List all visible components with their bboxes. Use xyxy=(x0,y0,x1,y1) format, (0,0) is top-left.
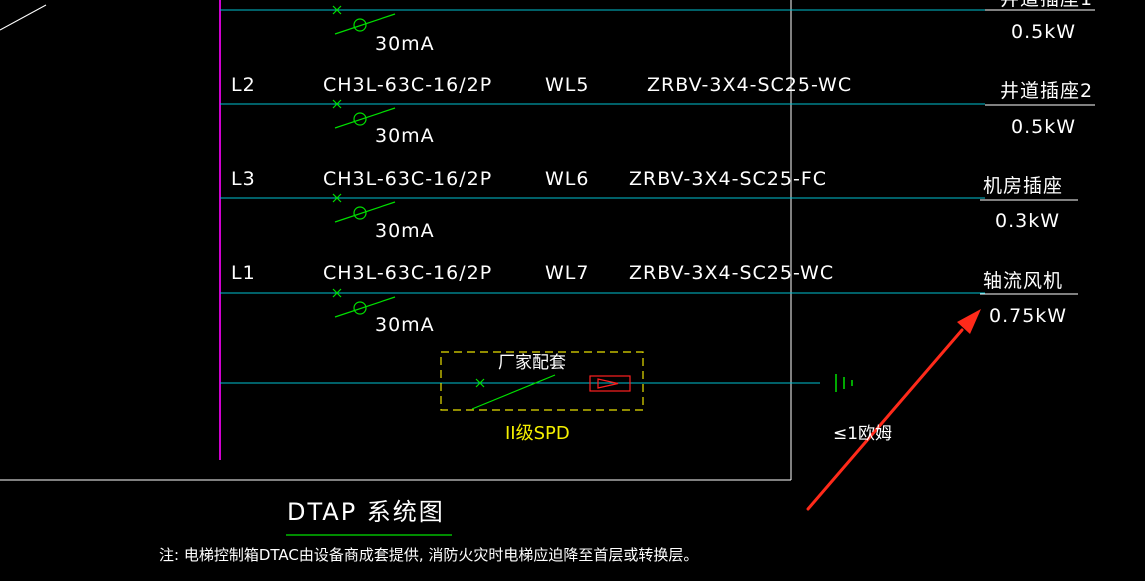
rcd-rating-2: 30mA xyxy=(375,125,435,147)
spd-level-label: II级SPD xyxy=(505,423,570,444)
breaker-model-2: CH3L-63C-16/2P xyxy=(323,74,493,96)
phase-label-4: L1 xyxy=(231,262,256,284)
circuit-number-3: WL6 xyxy=(545,168,590,190)
load-name-2: 井道插座2 xyxy=(1000,80,1094,102)
spd-supplier-label: 厂家配套 xyxy=(498,353,566,373)
load-power-1: 0.5kW xyxy=(1011,21,1077,43)
load-power-4: 0.75kW xyxy=(989,305,1068,327)
rcd-rating-4: 30mA xyxy=(375,314,435,336)
load-name-3: 机房插座 xyxy=(983,175,1064,197)
load-power-3: 0.3kW xyxy=(995,210,1061,232)
circuit-number-2: WL5 xyxy=(545,74,590,96)
diagram-note: 注: 电梯控制箱DTAC由设备商成套提供, 消防火灾时电梯应迫降至首层或转换层。 xyxy=(159,546,699,564)
spd-switch-symbol xyxy=(471,374,556,410)
breaker-symbol-4 xyxy=(332,288,396,318)
breaker-symbol-3 xyxy=(332,193,396,223)
circuit-number-4: WL7 xyxy=(545,262,590,284)
breaker-model-4: CH3L-63C-16/2P xyxy=(323,262,493,284)
load-name-4: 轴流风机 xyxy=(983,270,1064,292)
load-name-1: 井道插座1 xyxy=(1000,0,1093,9)
cable-spec-4: ZRBV-3X4-SC25-WC xyxy=(629,262,835,284)
rcd-rating-3: 30mA xyxy=(375,220,435,242)
phase-label-3: L3 xyxy=(231,168,256,190)
cable-spec-3: ZRBV-3X4-SC25-FC xyxy=(629,168,828,190)
surge-protector-element xyxy=(589,375,631,392)
cable-spec-2: ZRBV-3X4-SC25-WC xyxy=(647,74,853,96)
breaker-symbol-2 xyxy=(332,99,396,129)
phase-label-2: L2 xyxy=(231,74,256,96)
ground-symbol xyxy=(835,374,853,392)
diagonal-construction-line xyxy=(0,4,47,31)
annotation-arrow xyxy=(806,309,981,511)
rcd-rating-1: 30mA xyxy=(375,33,435,55)
load-power-2: 0.5kW xyxy=(1011,116,1077,138)
breaker-model-3: CH3L-63C-16/2P xyxy=(323,168,493,190)
diagram-title: DTAP 系统图 xyxy=(287,498,445,526)
ground-resistance-label: ≤1欧姆 xyxy=(833,424,893,444)
breaker-symbol-1 xyxy=(332,5,396,35)
